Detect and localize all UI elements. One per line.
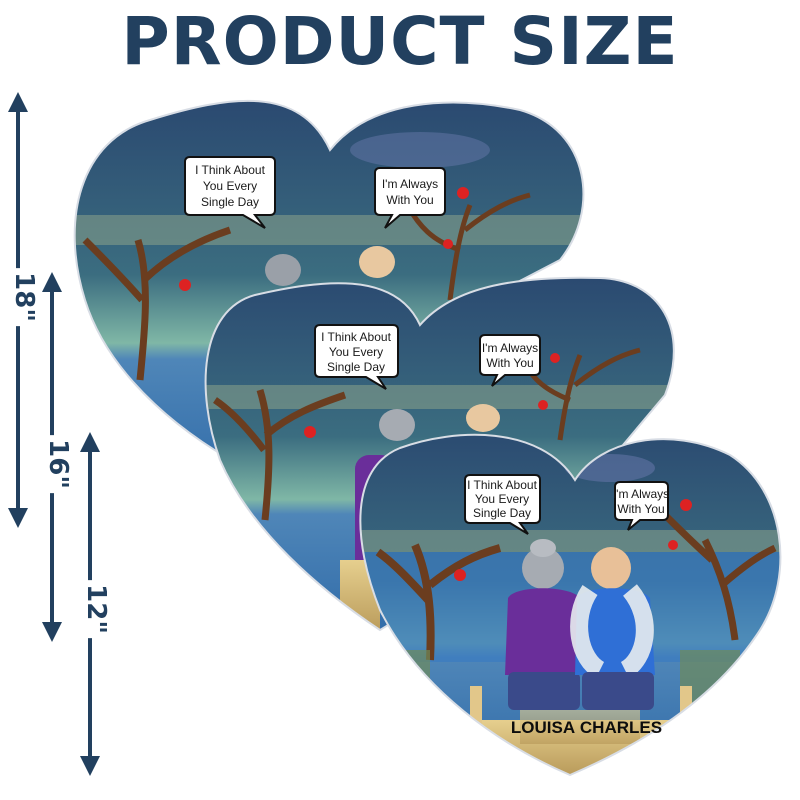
bubble-right-small-line2: With You xyxy=(617,502,664,516)
name-label-right: CHARLES xyxy=(580,718,662,737)
bubble-left-large: I Think About You Every Single Day xyxy=(184,156,276,229)
bubble-left-small: I Think About You Every Single Day xyxy=(464,474,541,535)
bubble-left-large-line1: I Think About xyxy=(195,163,265,177)
bubble-left-small-line1: I Think About xyxy=(467,478,537,492)
bubble-left-small-line3: Single Day xyxy=(473,506,531,520)
bubble-right-medium-line2: With You xyxy=(486,356,533,370)
bubble-left-medium-line1: I Think About xyxy=(321,330,391,344)
bubble-right-small: I'm Always With You xyxy=(613,481,669,531)
bubble-left-medium: I Think About You Every Single Day xyxy=(314,324,399,390)
bubble-left-medium-line2: You Every xyxy=(329,345,383,359)
bubble-right-small-line1: I'm Always xyxy=(613,487,669,501)
bubble-left-small-line2: You Every xyxy=(475,492,529,506)
bubble-left-large-line2: You Every xyxy=(203,179,257,193)
bubble-right-large-line1: I'm Always xyxy=(382,177,438,191)
bubble-left-medium-line3: Single Day xyxy=(327,360,385,374)
bubble-right-medium-line1: I'm Always xyxy=(482,341,538,355)
bubble-right-large-line2: With You xyxy=(386,193,433,207)
bubble-left-large-line3: Single Day xyxy=(201,195,259,209)
bubble-right-large: I'm Always With You xyxy=(374,167,446,229)
page-title: PRODUCT SIZE xyxy=(121,3,679,80)
bubble-right-medium: I'm Always With You xyxy=(479,334,541,387)
name-label-left: LOUISA xyxy=(511,718,575,737)
